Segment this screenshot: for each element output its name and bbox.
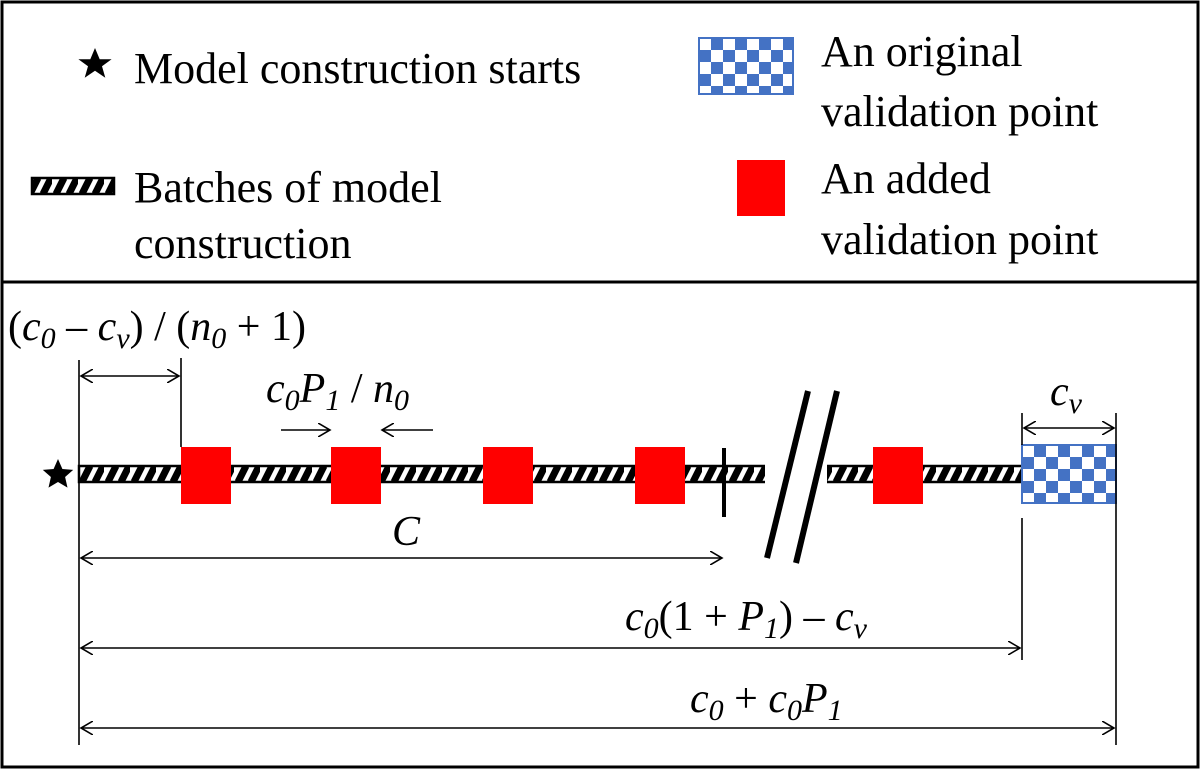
legend: Model construction starts Batches of mod… xyxy=(30,27,1098,268)
legend-original-label-line2: validation point xyxy=(821,87,1098,136)
first-gap-label: (c0 – cv) / (n0 + 1) xyxy=(8,304,306,355)
C-label: C xyxy=(392,509,421,555)
added-validation-point xyxy=(873,447,923,504)
checkered-square-icon xyxy=(698,37,794,95)
star-icon xyxy=(78,48,112,78)
span-total-label: c0 + c0P1 xyxy=(690,676,843,727)
span-minus-cv-label: c0(1 + P1) – cv xyxy=(625,594,868,645)
added-validation-point xyxy=(181,447,231,504)
dimension-lines xyxy=(78,358,1117,745)
red-square-icon xyxy=(737,160,785,216)
timeline xyxy=(42,390,1117,564)
cv-label: cv xyxy=(1050,369,1083,420)
added-validation-point xyxy=(635,447,685,504)
added-validation-point xyxy=(483,447,533,504)
legend-original-label-line1: An original xyxy=(821,27,1023,76)
point-width-label: c0P1 / n0 xyxy=(266,366,409,417)
batch-bar xyxy=(77,464,726,484)
break-slash xyxy=(764,390,811,559)
break-slash xyxy=(793,390,840,564)
legend-batches-label-line1: Batches of model xyxy=(134,163,442,212)
legend-start-label: Model construction starts xyxy=(134,44,581,93)
added-validation-point xyxy=(331,447,381,504)
original-validation-point xyxy=(1021,444,1117,504)
hatched-bar-icon xyxy=(30,176,116,196)
legend-added-label-line1: An added xyxy=(821,154,991,203)
timeline-start-star xyxy=(42,459,74,488)
legend-batches-label-line2: construction xyxy=(134,219,352,268)
legend-added-label-line2: validation point xyxy=(821,215,1098,264)
